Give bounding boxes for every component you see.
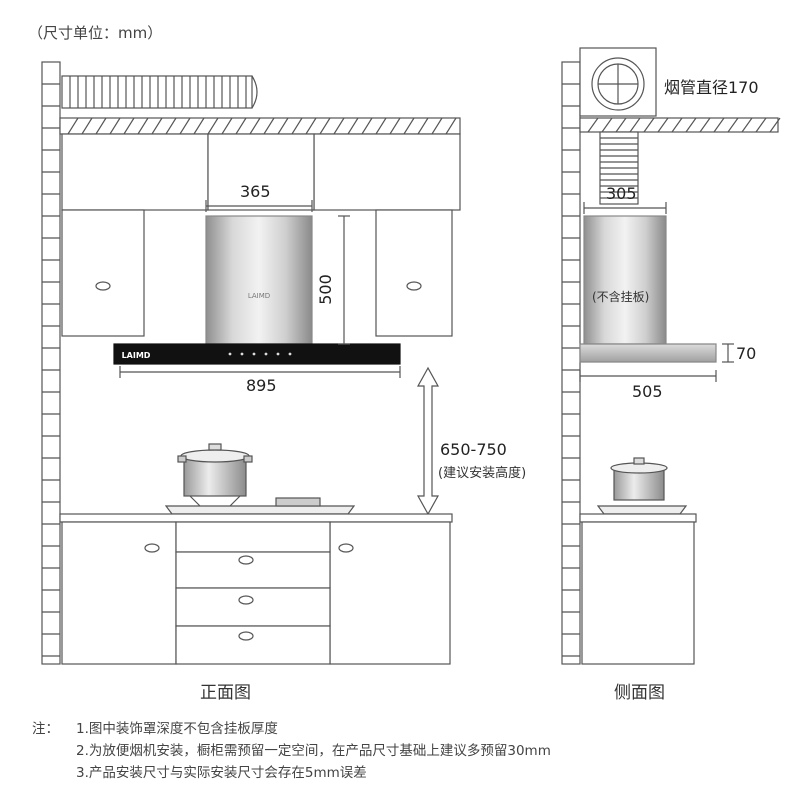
dim-label-install-note: (建议安装高度): [438, 466, 527, 481]
front-pot: [177, 443, 253, 507]
dim-line-505: [579, 370, 717, 382]
side-wall: [561, 61, 581, 665]
side-hood-chimney: [583, 215, 667, 345]
wall-cabinet-left: [61, 209, 145, 337]
note-item-3: 3.产品安装尺寸与实际安装尺寸会存在5mm误差: [76, 765, 367, 781]
front-panel-buttons: [228, 352, 292, 356]
dim-label-505: 505: [632, 382, 663, 401]
panel-logo: LAIMD: [122, 351, 151, 360]
side-vertical-duct: [599, 131, 639, 205]
upper-cabinet-left: [61, 133, 209, 211]
front-flex-duct: [61, 75, 258, 109]
dim-line-70: [722, 343, 734, 363]
dim-label-install-height: 650-750: [440, 440, 507, 459]
note-item-1: 1.图中装饰罩深度不包含挂板厚度: [76, 721, 278, 737]
dim-line-305: [583, 202, 667, 214]
base-cabinet-left: [61, 521, 177, 665]
dim-install-height-arrow: [416, 366, 440, 516]
unit-label: （尺寸单位：mm）: [28, 24, 163, 42]
side-countertop: [579, 513, 697, 523]
wall-cabinet-right: [375, 209, 453, 337]
dim-label-895: 895: [246, 376, 277, 395]
side-view-caption: 侧面图: [614, 683, 665, 703]
front-view-caption: 正面图: [200, 683, 251, 703]
dim-line-500: [338, 215, 350, 345]
side-base-cabinet: [581, 521, 695, 665]
note-item-2: 2.为放便烟机安装，橱柜需预留一定空间，在产品尺寸基础上建议多预留30mm: [76, 743, 551, 759]
front-hood-chimney: [205, 215, 313, 345]
base-drawers: [175, 521, 331, 665]
side-pot: [596, 457, 688, 515]
side-view: [561, 47, 781, 665]
front-ceiling-slab: [59, 117, 461, 135]
dim-line-895: [119, 366, 401, 378]
dim-label-500: 500: [315, 274, 335, 305]
dim-label-70: 70: [736, 344, 757, 363]
upper-cabinet-right: [313, 133, 461, 211]
upper-cabinet-middle: [207, 133, 315, 211]
notes-prefix: 注：: [32, 721, 59, 737]
dim-label-duct: 烟管直径170: [664, 78, 759, 97]
front-left-wall: [41, 61, 61, 665]
front-glass-panel: [113, 343, 401, 365]
side-ceiling-slab: [579, 117, 781, 133]
dim-label-365: 365: [240, 182, 271, 201]
side-duct-box: [579, 47, 657, 117]
base-cabinet-right: [329, 521, 451, 665]
front-countertop: [59, 513, 453, 523]
no-bracket-note: (不含挂板): [592, 290, 650, 304]
side-hood-panel: [579, 343, 717, 363]
notes-block: 注： 1.图中装饰罩深度不包含挂板厚度 2.为放便烟机安装，橱柜需预留一定空间，在…: [32, 718, 551, 784]
dim-line-365: [205, 200, 313, 212]
dim-label-305: 305: [606, 184, 637, 203]
chimney-logo: LAIMD: [248, 292, 270, 300]
front-view: [41, 61, 461, 665]
